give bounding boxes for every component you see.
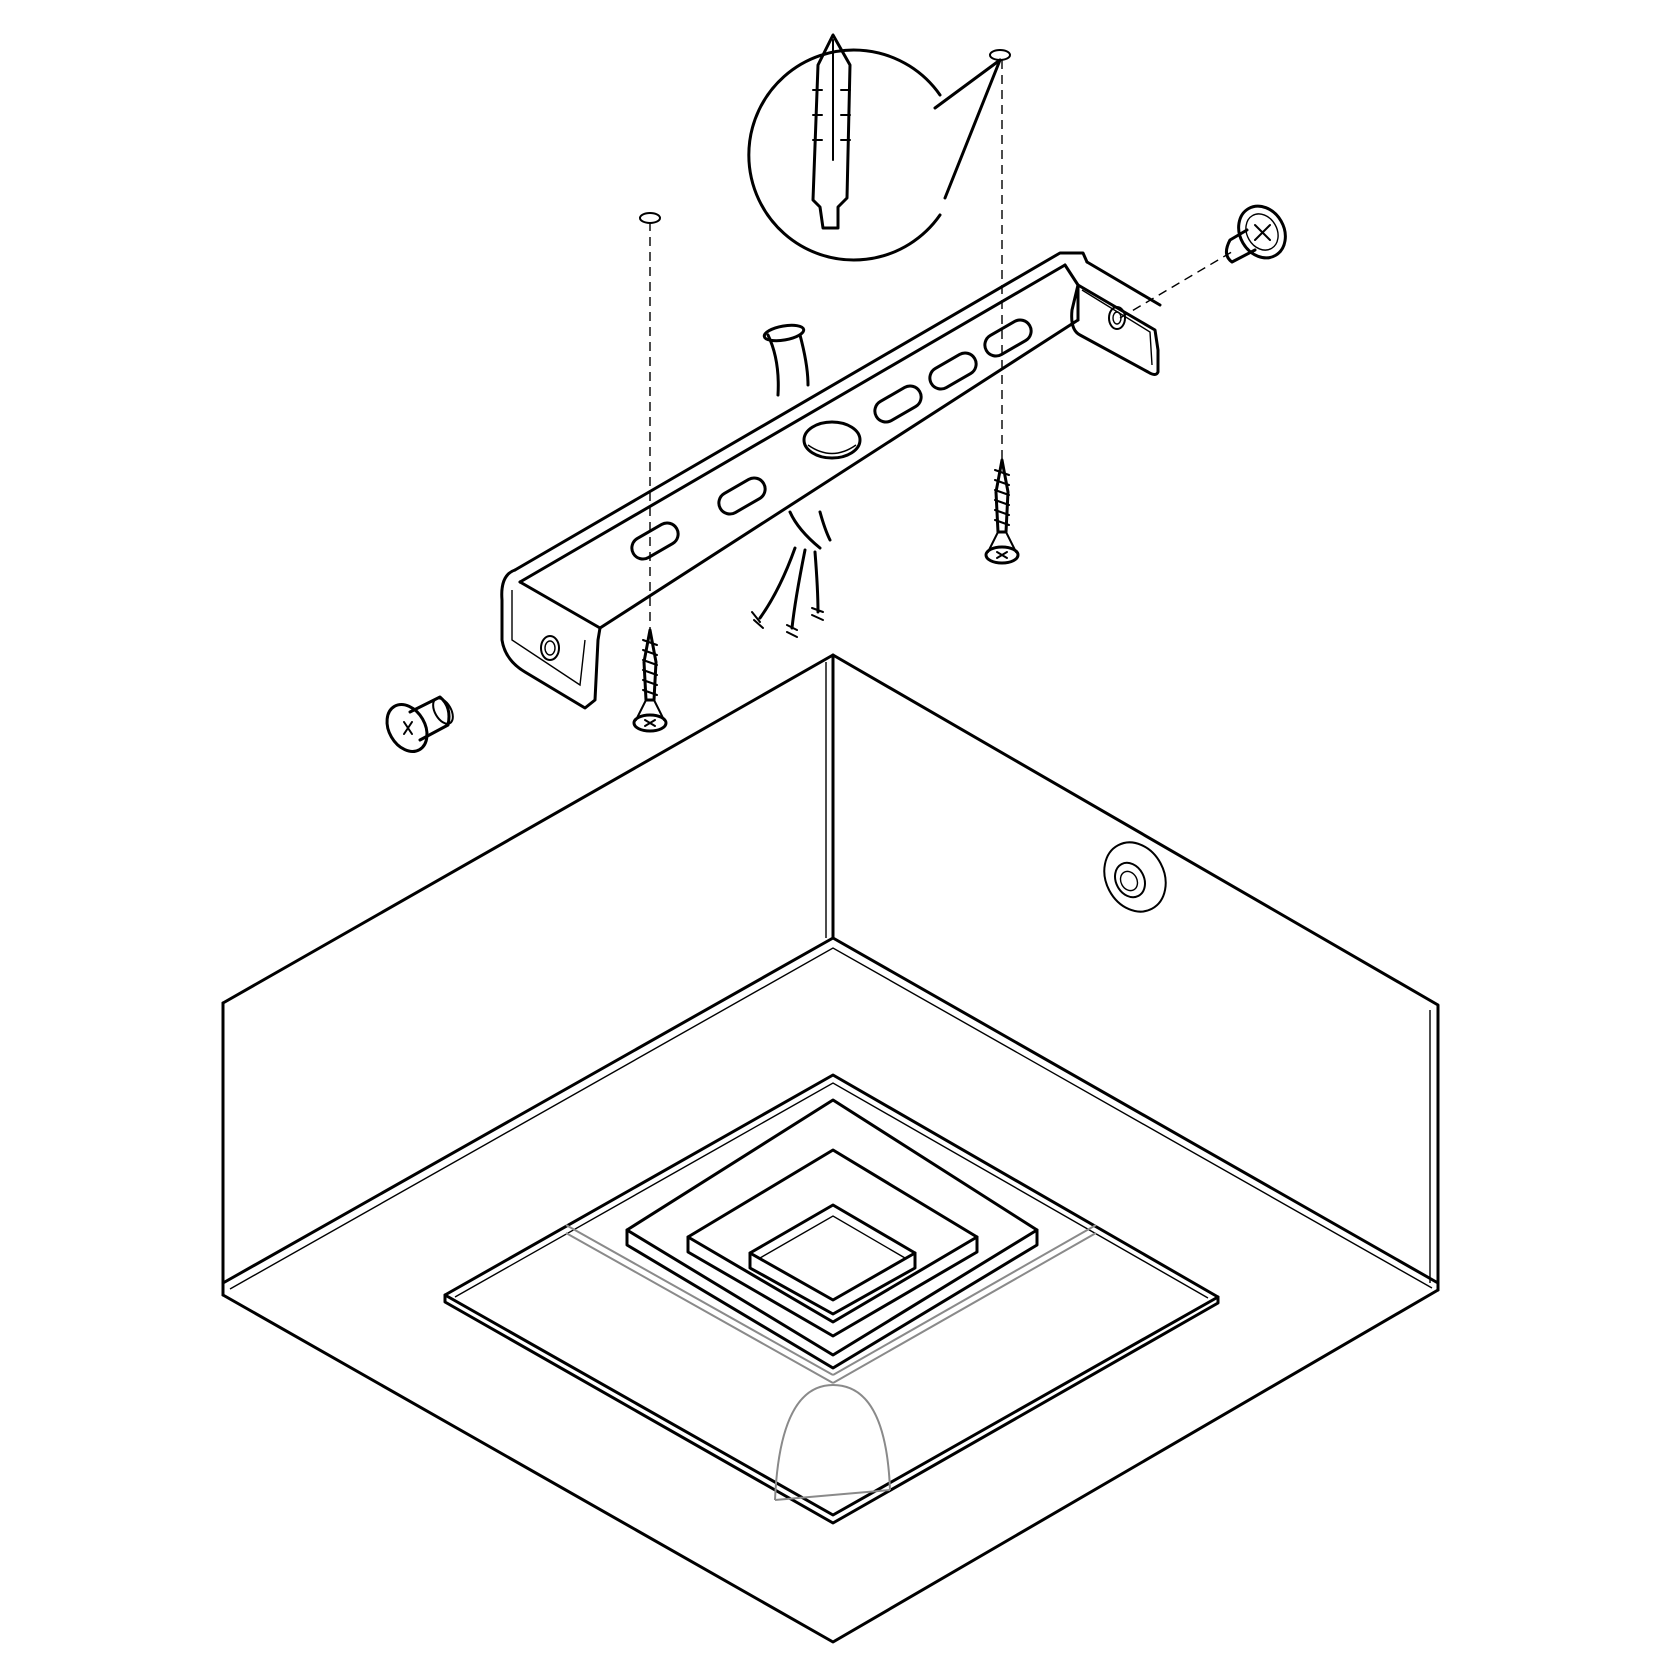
bolt-icon — [1225, 204, 1287, 264]
housing-bolt-hole — [1103, 841, 1167, 913]
wall-plug-callout — [747, 33, 1011, 262]
mounting-bracket — [500, 251, 1162, 710]
luminaire-housing — [221, 653, 1440, 1644]
alignment-guides — [649, 60, 1236, 630]
led-frames — [625, 1098, 1039, 1370]
bracket-slots — [630, 318, 1033, 561]
diffuser-plate — [443, 1073, 1220, 1525]
bolt-icon — [385, 695, 454, 753]
power-cable — [751, 323, 832, 638]
screw-icon — [632, 628, 668, 733]
wall-plug-icon — [811, 33, 852, 230]
ceiling-hole-marker — [639, 212, 661, 224]
screw-icon — [984, 458, 1020, 565]
